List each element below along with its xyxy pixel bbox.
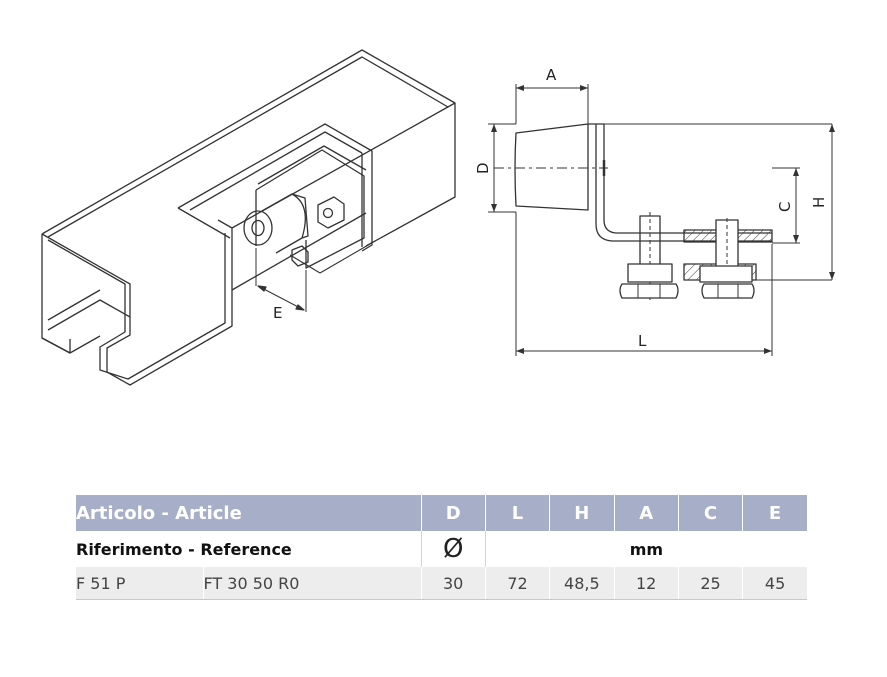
table-subheader-row: Riferimento - Reference Ø mm — [76, 531, 807, 567]
value-l: 72 — [484, 567, 550, 600]
dim-label-d: D — [474, 162, 492, 174]
article-code: F 51 P — [76, 567, 203, 600]
col-header-l: L — [484, 495, 550, 531]
reference-label: Riferimento - Reference — [76, 539, 292, 559]
perspective-view — [41, 49, 456, 386]
col-header-a: A — [613, 495, 679, 531]
table-row: F 51 P FT 30 50 R0 30 72 48,5 12 25 45 — [76, 567, 807, 600]
specification-table: Articolo - Article D L H A C E Riferimen… — [76, 495, 807, 600]
section-view — [488, 84, 835, 356]
dim-label-h: H — [810, 197, 828, 208]
value-a: 12 — [613, 567, 679, 600]
value-h: 48,5 — [549, 567, 614, 600]
col-header-c: C — [677, 495, 743, 531]
diameter-icon: Ø — [420, 531, 486, 567]
dim-label-l: L — [638, 332, 647, 350]
reference-code: FT 30 50 R0 — [202, 567, 422, 600]
technical-drawing: E — [41, 49, 835, 386]
value-d: 30 — [420, 567, 486, 600]
dim-label-a: A — [546, 66, 557, 84]
col-header-d: D — [420, 495, 486, 531]
col-header-h: H — [549, 495, 614, 531]
dim-label-e: E — [273, 304, 282, 322]
value-c: 25 — [677, 567, 743, 600]
unit-label: mm — [629, 539, 664, 559]
table-title: Articolo - Article — [76, 495, 422, 531]
value-e: 45 — [742, 567, 807, 600]
table-header-row: Articolo - Article D L H A C E — [76, 495, 807, 531]
col-header-e: E — [742, 495, 807, 531]
dim-label-c: C — [776, 202, 794, 212]
